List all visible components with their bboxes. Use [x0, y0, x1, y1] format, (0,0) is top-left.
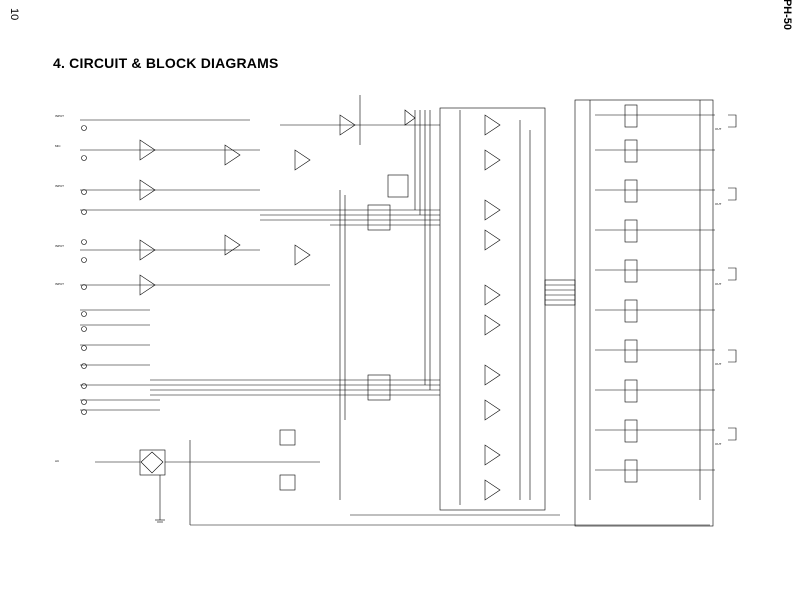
svg-text:INPUT: INPUT: [55, 282, 64, 286]
input-rows: [80, 119, 330, 411]
bus-crossings: [367, 204, 576, 401]
output-section-frame: [574, 99, 714, 527]
svg-text:OUT: OUT: [715, 282, 722, 286]
svg-text:INPUT: INPUT: [55, 184, 64, 188]
svg-text:OUT: OUT: [715, 362, 722, 366]
top-regulator: [280, 95, 440, 198]
svg-text:INPUT: INPUT: [55, 244, 64, 248]
mixer-amps: [459, 110, 531, 505]
output-jacks: [728, 114, 737, 441]
mixer-section-frame: [439, 107, 546, 511]
svg-text:AC: AC: [55, 459, 60, 463]
svg-text:MIC: MIC: [55, 144, 61, 148]
bus-lines: [150, 110, 710, 526]
page-title: 4. CIRCUIT & BLOCK DIAGRAMS: [53, 55, 279, 71]
op-amps: [139, 109, 416, 296]
svg-text:OUT: OUT: [715, 202, 722, 206]
output-amps: [589, 100, 715, 500]
svg-text:OUT: OUT: [715, 127, 722, 131]
svg-text:OUT: OUT: [715, 442, 722, 446]
svg-text:INPUT: INPUT: [55, 114, 64, 118]
power-supply: [95, 429, 320, 523]
input-jacks: [81, 125, 87, 415]
